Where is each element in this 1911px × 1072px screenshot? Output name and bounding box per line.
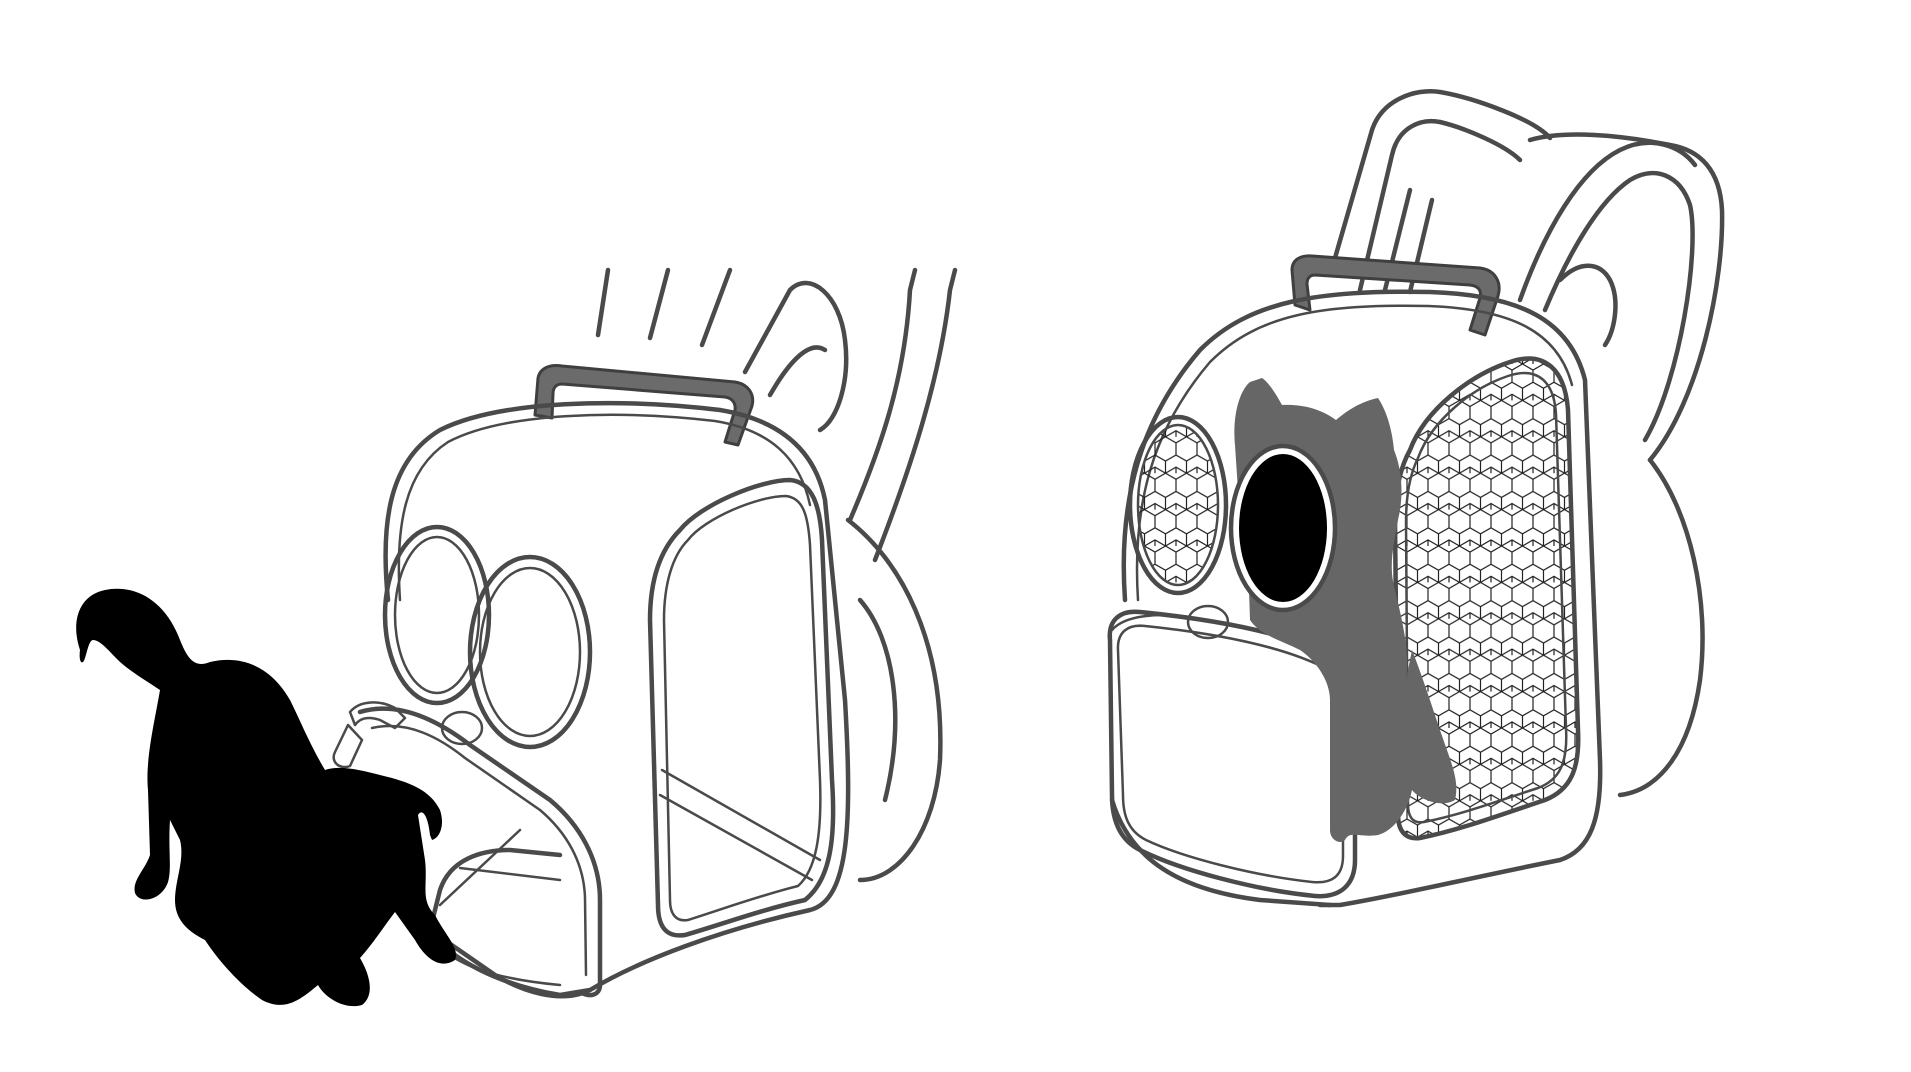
left-zipper-pull-icon (332, 701, 484, 769)
right-backpack-shell (1121, 289, 1603, 908)
left-backpack-open-door (357, 706, 603, 998)
dog-silhouette-icon (76, 588, 456, 1007)
right-zipper-pull-icon (1110, 604, 1230, 640)
left-backpack-handle (533, 364, 755, 447)
left-front-round-window-1 (382, 524, 492, 706)
left-backpack-straps (595, 267, 958, 883)
right-side-mesh-window (1127, 414, 1229, 596)
open-backpack (76, 267, 958, 1007)
left-backpack-side-window (647, 477, 836, 938)
closed-backpack (1107, 89, 1725, 908)
right-backpack-handle (1290, 254, 1501, 337)
left-backpack-shell (383, 400, 851, 999)
left-front-round-window-2 (467, 554, 593, 750)
